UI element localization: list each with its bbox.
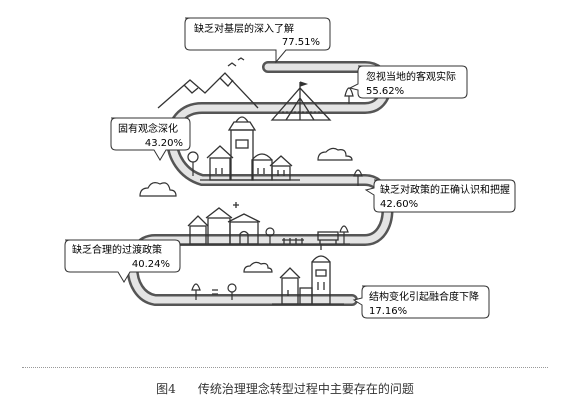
- callout-4: 缺乏对政策的正确认识和把握 42.60%: [364, 179, 516, 213]
- callout-5-value: 40.24%: [132, 259, 170, 270]
- callout-2: 忽视当地的客观实际 55.62%: [348, 65, 468, 99]
- callout-2-label: 忽视当地的客观实际: [366, 70, 456, 83]
- callout-6-value: 17.16%: [369, 306, 407, 317]
- mountains-illustration: [157, 57, 259, 109]
- callout-3-label: 固有观念深化: [118, 122, 178, 135]
- row4-trees: [191, 283, 237, 300]
- lollipop-tree-icon: [187, 151, 199, 176]
- callout-3-value: 43.20%: [145, 138, 183, 149]
- callout-4-value: 42.60%: [380, 199, 418, 210]
- tree-icon: [344, 87, 354, 104]
- city-illustration: [272, 244, 344, 305]
- callout-4-label: 缺乏对政策的正确认识和把握: [380, 183, 510, 196]
- callout-6-label: 结构变化引起融合度下降: [369, 290, 479, 303]
- callout-3: 固有观念深化 43.20%: [110, 117, 191, 161]
- small-tree-icon: [353, 169, 363, 186]
- callout-5: 缺乏合理的过渡政策 40.24%: [64, 239, 181, 283]
- callout-1-value: 77.51%: [282, 37, 320, 48]
- figure-number: 图4: [156, 382, 176, 396]
- figure-title: 传统治理理念转型过程中主要存在的问题: [197, 382, 414, 396]
- tent-illustration: [270, 81, 332, 121]
- callout-1-label: 缺乏对基层的深入了解: [194, 22, 294, 35]
- callout-5-label: 缺乏合理的过渡政策: [72, 243, 162, 256]
- cloud-icons: [139, 147, 353, 273]
- row3-trees: [265, 225, 349, 244]
- callout-6: 结构变化引起融合度下降 17.16%: [352, 285, 490, 319]
- figure-caption: 图4 传统治理理念转型过程中主要存在的问题: [0, 380, 570, 397]
- caption-divider: [22, 367, 548, 368]
- callout-2-value: 55.62%: [366, 86, 404, 97]
- castle-illustration: [200, 116, 300, 181]
- callout-1: 缺乏对基层的深入了解 77.51%: [184, 17, 331, 64]
- houses-illustration: [180, 202, 350, 245]
